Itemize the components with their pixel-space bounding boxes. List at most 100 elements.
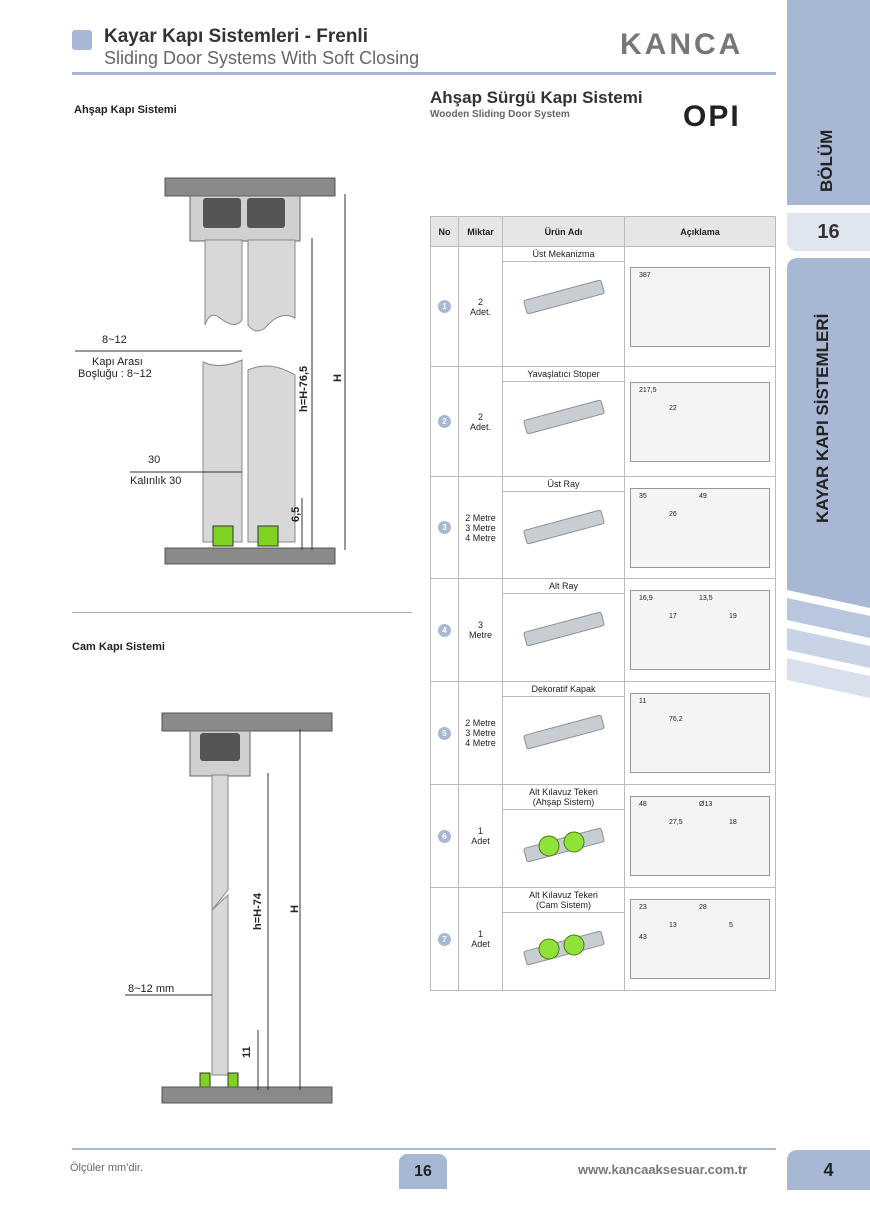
dimension-label: 43	[639, 934, 647, 941]
row-product-name: Alt Ray	[503, 579, 624, 594]
row-product-name: Dekoratif Kapak	[503, 682, 624, 697]
row-product-image	[523, 279, 604, 315]
dimension-label: 18	[729, 819, 737, 826]
row-number-cell: 2	[430, 366, 459, 477]
dimension-label: 48	[639, 801, 647, 808]
wooden-thickness-label: Kalınlık 30	[130, 475, 182, 487]
row-product-name: Alt Kılavuz Tekeri (Cam Sistem)	[503, 888, 624, 913]
table-row: 1 2 Adet.Üst Mekanizma 387	[430, 246, 776, 367]
row-product-name: Alt Kılavuz Tekeri (Ahşap Sistem)	[503, 785, 624, 810]
glass-bottom-value: 11	[241, 1046, 253, 1058]
footer-url[interactable]: www.kancaaksesuar.com.tr	[578, 1162, 748, 1177]
dimension-label: 49	[699, 492, 707, 500]
row-product-image	[523, 827, 604, 863]
row-number-cell: 3	[430, 476, 459, 579]
row-product-cell: Üst Ray	[502, 476, 625, 579]
row-technical-drawing: 387	[624, 246, 776, 367]
row-technical-drawing: 23 13 28 5 43	[624, 887, 776, 991]
glass-h-inner: h=H-74	[252, 893, 264, 930]
product-subtitle: Wooden Sliding Door System	[430, 109, 570, 120]
row-technical-drawing: 11 76,2	[624, 681, 776, 785]
footer-divider	[72, 1148, 776, 1150]
row-number-cell: 1	[430, 246, 459, 367]
dimension-label: 35	[639, 492, 647, 500]
col-no: No	[430, 216, 459, 247]
table-header-row: No Miktar Ürün Adı Açıklama	[430, 216, 776, 247]
row-product-name: Üst Ray	[503, 477, 624, 492]
dimension-label: 5	[729, 922, 733, 929]
glass-door-diagram	[125, 712, 333, 1104]
wooden-gap-label-1: Kapı Arası	[92, 356, 143, 368]
wooden-gap-label-2: Boşluğu : 8~12	[78, 368, 152, 380]
row-number-cell: 6	[430, 784, 459, 888]
dimension-label: 11	[639, 698, 647, 705]
product-title: Ahşap Sürgü Kapı Sistemi	[430, 88, 643, 107]
dimension-label: 28	[699, 904, 707, 911]
glass-h-total: H	[289, 905, 301, 913]
footer-section-page: 4	[787, 1150, 870, 1190]
row-number-badge: 7	[438, 932, 451, 946]
category-label: KAYAR KAPI SİSTEMLERİ	[813, 313, 832, 523]
row-product-cell: Üst Mekanizma	[502, 246, 625, 367]
row-number-badge: 3	[438, 521, 451, 534]
row-number-badge: 4	[438, 623, 451, 637]
header-divider	[72, 72, 776, 75]
row-product-cell: Dekoratif Kapak	[502, 681, 625, 785]
row-number-badge: 1	[438, 300, 451, 313]
diagram-divider	[72, 612, 412, 613]
row-quantity: 1 Adet	[458, 784, 503, 888]
sidebar-category-tab: KAYAR KAPI SİSTEMLERİ	[787, 258, 870, 578]
row-quantity: 3 Metre	[458, 578, 503, 682]
page-subtitle: Sliding Door Systems With Soft Closing	[104, 48, 420, 68]
row-quantity: 2 Adet.	[458, 246, 503, 367]
row-product-name: Üst Mekanizma	[503, 247, 624, 262]
row-quantity: 1 Adet	[458, 887, 503, 991]
dimension-label: 13	[669, 922, 677, 929]
row-quantity: 2 Adet.	[458, 366, 503, 477]
row-quantity: 2 Metre 3 Metre 4 Metre	[458, 476, 503, 579]
dimension-label: 23	[639, 904, 647, 911]
section-label: BÖLÜM	[817, 129, 836, 192]
wooden-bottom-value: 6,5	[290, 506, 302, 522]
header-square-icon	[72, 30, 92, 50]
dimension-label: 217,5	[639, 386, 657, 394]
dimension-label: 76,2	[669, 716, 683, 723]
row-number-cell: 4	[430, 578, 459, 682]
row-product-image	[523, 399, 604, 435]
dimension-label: 16,9	[639, 595, 653, 602]
dimension-label: 13,5	[699, 595, 713, 602]
dimension-label: 27,5	[669, 819, 683, 826]
row-product-cell: Alt Kılavuz Tekeri (Ahşap Sistem)	[502, 784, 625, 888]
col-qty: Miktar	[458, 216, 503, 247]
row-product-image	[523, 509, 604, 545]
sidebar-stripes	[787, 578, 870, 698]
row-number-badge: 2	[438, 415, 451, 428]
row-product-image	[523, 714, 604, 750]
row-quantity: 2 Metre 3 Metre 4 Metre	[458, 681, 503, 785]
footer-page-number: 16	[399, 1154, 447, 1189]
row-product-cell: Alt Kılavuz Tekeri (Cam Sistem)	[502, 887, 625, 991]
row-product-cell: Yavaşlatıcı Stoper	[502, 366, 625, 477]
wooden-gap-value: 8~12	[102, 334, 127, 346]
glass-gap-label: 8~12 mm	[128, 983, 175, 995]
row-technical-drawing: 35 26 49	[624, 476, 776, 579]
row-product-image	[523, 611, 604, 647]
wooden-thickness-value: 30	[148, 454, 161, 466]
row-number-badge: 6	[438, 829, 451, 843]
row-number-cell: 5	[430, 681, 459, 785]
dimension-label: 26	[669, 510, 677, 518]
footer-note: Ölçüler mm'dir.	[70, 1162, 143, 1174]
dimension-label: Ø13	[699, 801, 713, 808]
brand-logo: KANCA	[620, 28, 744, 61]
col-name: Ürün Adı	[502, 216, 625, 247]
wooden-door-diagram	[75, 177, 346, 565]
page-title: Kayar Kapı Sistemleri - Frenli	[104, 26, 368, 47]
dimension-label: 387	[639, 271, 651, 279]
